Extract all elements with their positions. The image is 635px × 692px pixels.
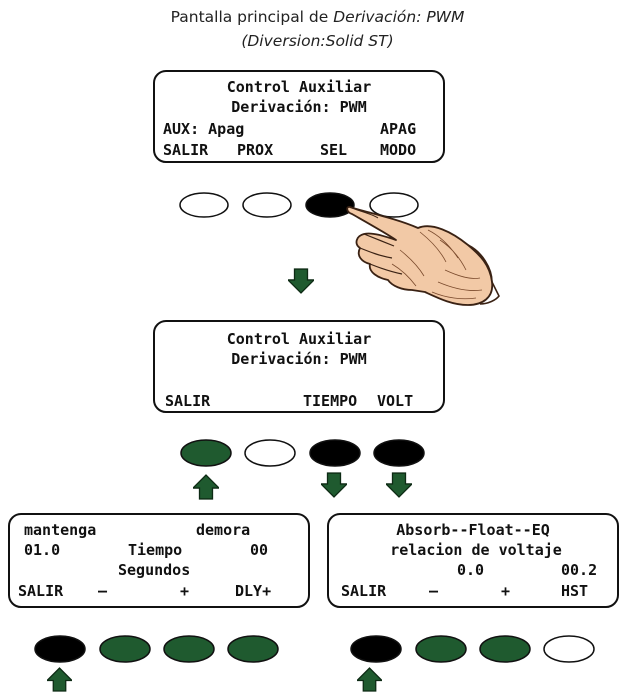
screen3-label-time: Tiempo xyxy=(128,541,183,559)
screen1-key-label-3: SEL xyxy=(320,141,348,159)
screen3-unit: Segundos xyxy=(118,561,191,579)
button-2-minus-3[interactable] xyxy=(99,635,151,663)
screen3-label-delay: demora xyxy=(196,521,251,539)
lcd-screen-main: Control Auxiliar Derivación: PWM AUX: Ap… xyxy=(153,70,445,163)
screen2-line2: Derivación: PWM xyxy=(231,350,367,368)
lcd-screen-aux-control: Control Auxiliar Derivación: PWM SALIR T… xyxy=(153,320,445,413)
down-arrow-icon xyxy=(321,472,347,498)
button-3-tiempo-2[interactable] xyxy=(309,439,361,467)
pointing-hand-icon xyxy=(346,206,500,306)
screen2-line1: Control Auxiliar xyxy=(226,330,372,348)
button-3-sel-pressed[interactable] xyxy=(305,192,355,218)
button-1-salir-4[interactable] xyxy=(350,635,402,663)
button-4-volt-2[interactable] xyxy=(373,439,425,467)
screen4-line1: Absorb--Float--EQ xyxy=(396,521,550,539)
button-4-modo[interactable] xyxy=(369,192,419,218)
screen1-key-label-2: PROX xyxy=(237,141,274,159)
screen3-label-hold: mantenga xyxy=(24,521,97,539)
diagram-title: Pantalla principal de Derivación: PWM xyxy=(0,8,635,26)
down-arrow-icon xyxy=(386,472,412,498)
screen1-key-label-4: MODO xyxy=(380,141,417,159)
screen4-line2: relacion de voltaje xyxy=(390,541,562,559)
screen2-key-label-3: VOLT xyxy=(377,392,414,410)
button-4-dly-3[interactable] xyxy=(227,635,279,663)
button-2-prox[interactable] xyxy=(242,192,292,218)
screen3-key-label-3: + xyxy=(180,582,190,600)
screen4-key-label-1: SALIR xyxy=(341,582,387,600)
screen3-value-delay: 00 xyxy=(250,541,269,559)
screen4-key-label-3: + xyxy=(501,582,511,600)
button-1-salir-3[interactable] xyxy=(34,635,86,663)
screen3-key-label-2: – xyxy=(98,582,108,600)
screen1-key-label-1: SALIR xyxy=(163,141,209,159)
lcd-screen-voltage-ratio: Absorb--Float--EQ relacion de voltaje 0.… xyxy=(327,513,619,608)
screen3-value-hold: 01.0 xyxy=(24,541,61,559)
screen3-key-label-1: SALIR xyxy=(18,582,64,600)
up-arrow-icon xyxy=(47,667,72,692)
button-2-blank-2[interactable] xyxy=(244,439,296,467)
screen4-value-b: 00.2 xyxy=(561,561,598,579)
diagram-subtitle: (Diversion:Solid ST) xyxy=(241,32,394,50)
lcd-screen-delay-time: mantenga demora 01.0 Tiempo 00 Segundos … xyxy=(8,513,310,608)
button-3-plus-3[interactable] xyxy=(163,635,215,663)
button-1-salir-2[interactable] xyxy=(180,439,232,467)
screen2-key-label-1: SALIR xyxy=(165,392,211,410)
button-3-plus-4[interactable] xyxy=(479,635,531,663)
button-2-minus-4[interactable] xyxy=(415,635,467,663)
screen1-line2: Derivación: PWM xyxy=(231,98,367,116)
up-arrow-icon xyxy=(357,667,382,692)
title-italic: Derivación: PWM xyxy=(333,8,465,26)
screen1-line1: Control Auxiliar xyxy=(226,78,372,96)
up-arrow-icon xyxy=(193,474,219,500)
down-arrow-icon xyxy=(288,268,314,294)
screen4-key-label-4: HST xyxy=(561,582,589,600)
screen3-key-label-4: DLY+ xyxy=(235,582,272,600)
button-1-salir[interactable] xyxy=(179,192,229,218)
screen4-value-a: 0.0 xyxy=(457,561,485,579)
screen1-aux-mode: APAG xyxy=(380,120,417,138)
screen1-aux-status: AUX: Apag xyxy=(163,120,245,138)
screen4-key-label-2: – xyxy=(429,582,439,600)
screen2-key-label-2: TIEMPO xyxy=(303,392,358,410)
button-4-hst-4[interactable] xyxy=(543,635,595,663)
title-prefix: Pantalla principal de xyxy=(170,8,334,26)
